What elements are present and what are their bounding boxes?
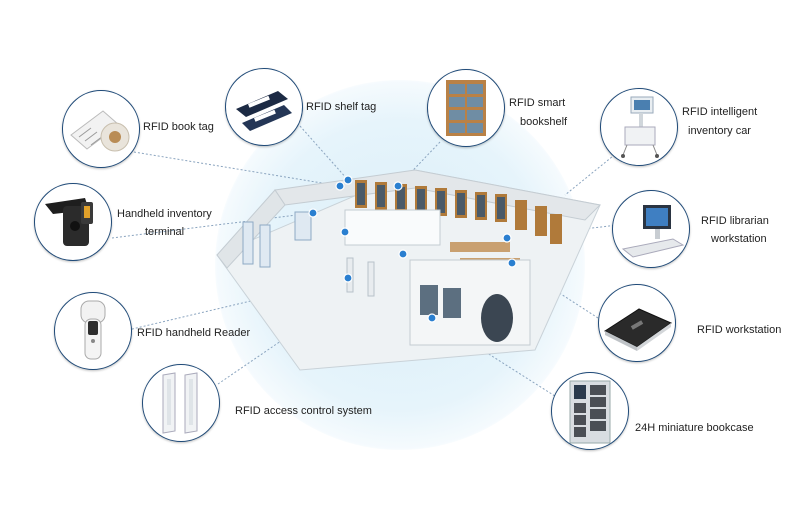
bookcase-label: 24H miniature bookcase — [635, 422, 754, 434]
handheld-terminal-icon — [45, 198, 93, 246]
book-tag-bubble — [62, 90, 140, 168]
connector-inventory-car — [564, 151, 619, 196]
access-control-bubble — [142, 364, 220, 442]
access-gate-icon — [162, 372, 198, 434]
library-floorplan-illustration — [216, 169, 602, 371]
bookcase-bubble — [551, 372, 629, 450]
access-control-label: RFID access control system — [235, 405, 372, 417]
handheld-terminal-bubble — [34, 183, 112, 261]
smart-bookshelf-bubble — [427, 69, 505, 147]
librarian-workstation-label-line2: workstation — [711, 233, 767, 245]
inventory-car-icon — [621, 96, 659, 158]
book-tag-roll-icon — [70, 110, 130, 152]
miniature-bookcase-icon — [569, 380, 611, 444]
handheld-reader-label: RFID handheld Reader — [137, 327, 251, 339]
connector-handheld-terminal — [111, 212, 314, 239]
handheld-reader-bubble — [54, 292, 132, 370]
connector-book-tag — [133, 151, 341, 187]
shelf-tag-label: RFID shelf tag — [306, 101, 377, 113]
librarian-workstation-bubble — [612, 190, 690, 268]
workstation-pad-icon — [603, 308, 673, 351]
book-tag-label: RFID book tag — [143, 121, 214, 133]
workstation-bubble — [598, 284, 676, 362]
librarian-workstation-icon — [621, 205, 685, 258]
inventory-car-bubble — [600, 88, 678, 166]
shelf-tag-bubble — [225, 68, 303, 146]
smart-bookshelf-label-line1: RFID smart — [509, 97, 566, 109]
handheld-terminal-label-line2: terminal — [145, 226, 185, 238]
smart-bookshelf-label-line2: bookshelf — [520, 116, 568, 128]
shelf-tag-icon — [236, 91, 292, 131]
connector-shelf-tag — [299, 125, 349, 181]
workstation-label: RFID workstation — [697, 324, 782, 336]
bookshelf-icon — [446, 80, 486, 136]
handheld-reader-icon — [80, 300, 106, 360]
librarian-workstation-label-line1: RFID librarian — [701, 215, 769, 227]
inventory-car-label-line1: RFID intelligent — [682, 106, 758, 118]
handheld-terminal-label-line1: Handheld inventory — [117, 208, 212, 220]
inventory-car-label-line2: inventory car — [688, 125, 751, 137]
